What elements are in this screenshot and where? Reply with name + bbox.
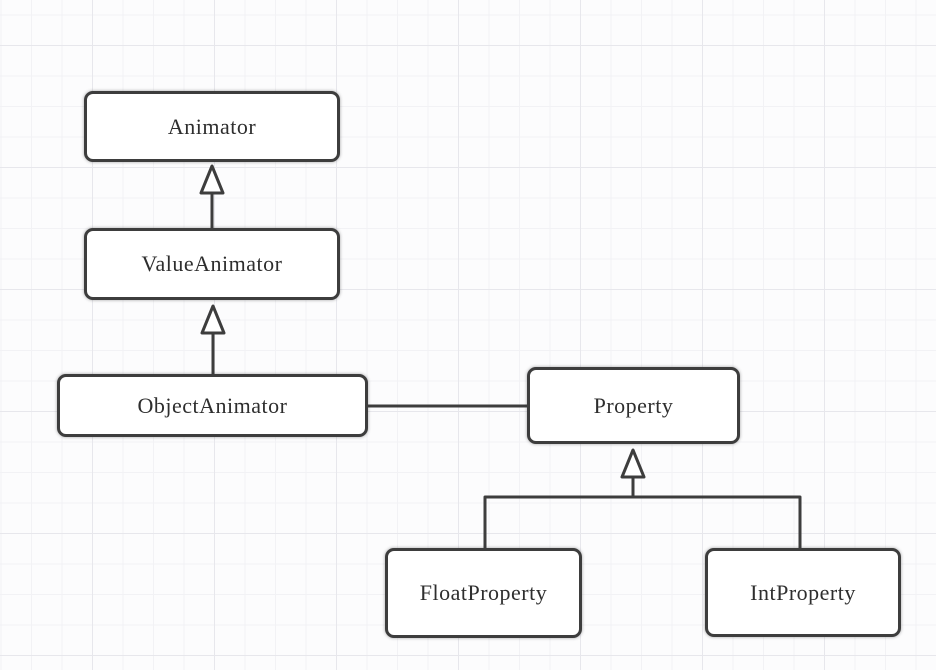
inheritance-arrowhead-valueanimator-extends-animator [199, 164, 225, 195]
class-node-label: Animator [167, 113, 257, 139]
inheritance-arrowhead-floatproperty-extends-property [620, 448, 646, 479]
inheritance-arrowhead-objectanimator-extends-valueanimator [200, 304, 226, 335]
class-node-label: ObjectAnimator [137, 392, 288, 418]
class-node-label: IntProperty [750, 579, 856, 605]
class-node-floatproperty[interactable]: FloatProperty [385, 548, 582, 638]
class-node-label: FloatProperty [419, 580, 548, 605]
class-node-property[interactable]: Property [527, 367, 740, 444]
class-node-label: ValueAnimator [141, 251, 283, 276]
class-node-intproperty[interactable]: IntProperty [705, 548, 901, 637]
edge-floatproperty-extends-property [483, 477, 635, 548]
class-node-label: Property [593, 392, 674, 418]
class-node-animator[interactable]: Animator [84, 91, 340, 162]
edge-intproperty-extends-property [633, 495, 802, 548]
class-node-valueanimator[interactable]: ValueAnimator [84, 228, 340, 300]
class-node-objectanimator[interactable]: ObjectAnimator [57, 374, 368, 437]
